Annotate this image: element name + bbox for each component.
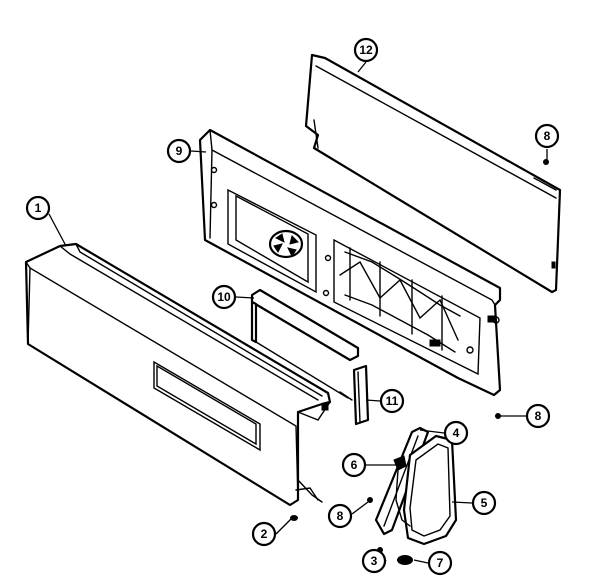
- callout-9: 9: [166, 138, 192, 164]
- callout-8-end: 8: [327, 503, 353, 529]
- part-12-top-panel: [304, 53, 562, 294]
- callout-label: 10: [217, 290, 231, 304]
- callout-label: 2: [261, 527, 268, 541]
- callout-3: 3: [361, 548, 387, 574]
- screw-8-top: [543, 159, 549, 165]
- screws: [290, 159, 549, 565]
- callout-label: 6: [351, 458, 358, 472]
- callout-label: 3: [371, 554, 378, 568]
- part-1-front-console: [24, 242, 332, 507]
- part-11-strip: [352, 364, 370, 426]
- callout-1: 1: [25, 195, 51, 221]
- screw-8-end: [367, 497, 373, 503]
- callout-10: 10: [211, 284, 237, 310]
- callout-label: 12: [359, 43, 373, 57]
- callout-label: 8: [544, 129, 551, 143]
- callout-label: 8: [535, 409, 542, 423]
- callout-6: 6: [341, 452, 367, 478]
- screw-2: [290, 515, 298, 521]
- callout-7: 7: [427, 550, 453, 576]
- part-5-end-cap: [402, 434, 458, 546]
- callout-label: 11: [386, 394, 399, 408]
- leader-lines: [48, 61, 548, 564]
- callout-label: 1: [35, 201, 42, 215]
- callout-label: 5: [481, 496, 488, 510]
- foot-7: [397, 555, 413, 565]
- callout-label: 4: [453, 426, 460, 440]
- callout-8-top: 8: [534, 123, 560, 149]
- callout-12: 12: [353, 37, 379, 63]
- callout-label: 8: [337, 509, 344, 523]
- callout-4: 4: [443, 420, 469, 446]
- callout-8-side: 8: [525, 403, 551, 429]
- callout-11: 11: [379, 388, 405, 414]
- part-9-control-panel-plate: [198, 128, 502, 397]
- callout-5: 5: [471, 490, 497, 516]
- callout-label: 7: [437, 556, 444, 570]
- part-10-display-lens: [250, 288, 360, 401]
- callout-2: 2: [251, 521, 277, 547]
- callout-label: 9: [176, 144, 183, 158]
- screw-8-side: [495, 413, 501, 419]
- part-6-end-insert: [393, 455, 411, 527]
